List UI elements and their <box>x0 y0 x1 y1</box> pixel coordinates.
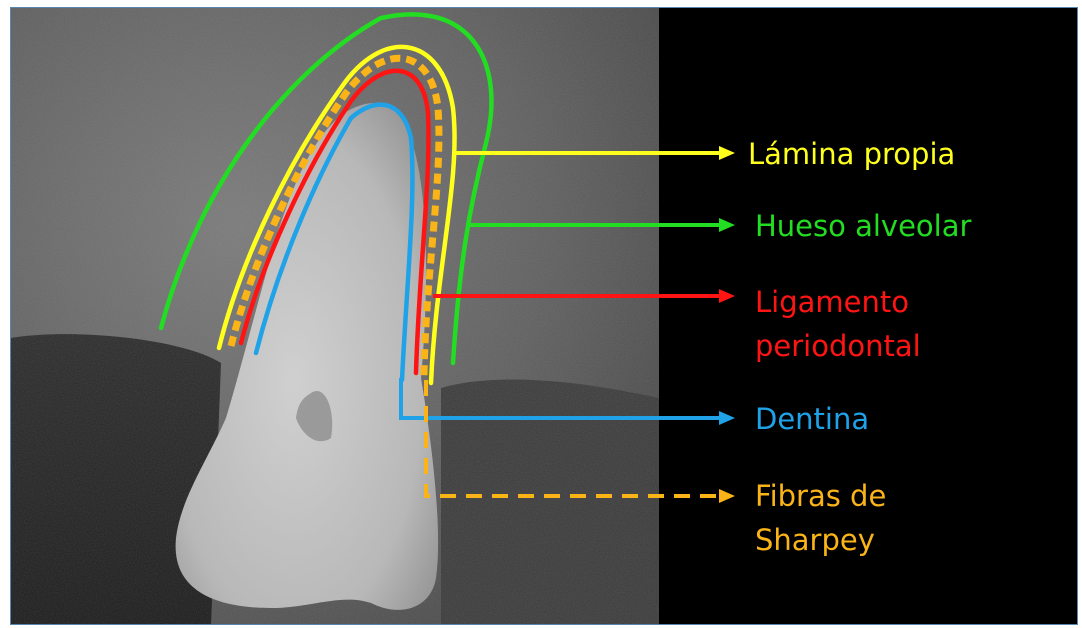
label-hueso-alveolar: Hueso alveolar <box>755 204 971 248</box>
label-dentina: Dentina <box>755 397 869 441</box>
label-lamina-propia: Lámina propia <box>748 132 955 176</box>
label-fibras-line1: Fibras de <box>755 474 886 518</box>
label-ligamento-line1: Ligamento <box>755 280 921 324</box>
label-fibras-sharpey: Fibras de Sharpey <box>755 474 886 562</box>
xray-image <box>11 8 659 625</box>
label-ligamento-line2: periodontal <box>755 324 921 368</box>
figure-frame: Lámina propia Hueso alveolar Ligamento p… <box>10 7 1078 625</box>
label-fibras-line2: Sharpey <box>755 518 886 562</box>
label-ligamento-periodontal: Ligamento periodontal <box>755 280 921 368</box>
